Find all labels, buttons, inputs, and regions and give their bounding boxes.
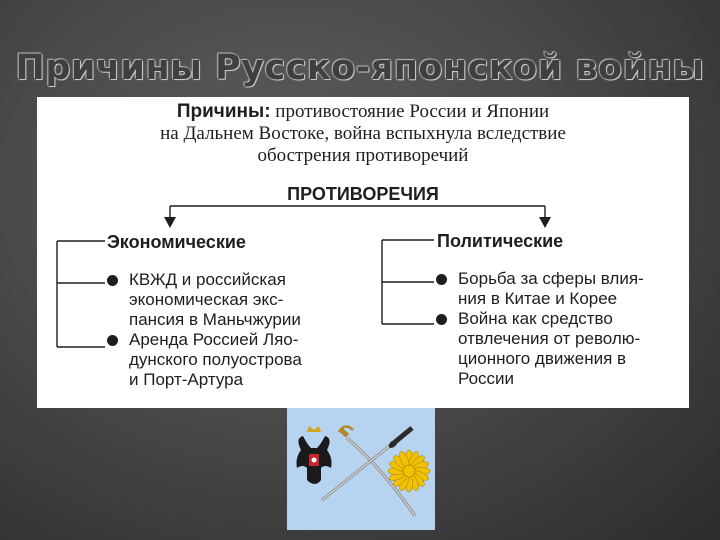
item-line: ния в Китае и Корее xyxy=(458,289,618,308)
katana-icon xyxy=(321,426,414,502)
diagram-panel: Причины: противостояние России и Японии … xyxy=(37,97,689,408)
item-line: Аренда Россией Ляо- xyxy=(129,330,299,349)
item-line: дунского полуострова xyxy=(129,350,302,369)
diagram-connectors xyxy=(56,205,551,348)
causes-line-1: противостояние России и Японии xyxy=(275,101,550,122)
list-item: Война как средство отвлечения от револю-… xyxy=(436,309,686,389)
causes-line-2: на Дальнем Востоке, война вспыхнула всле… xyxy=(160,123,566,144)
causes-line-3: обострения противоречий xyxy=(257,145,469,166)
slide-title: Причины Русско-японской войны xyxy=(15,48,705,88)
item-line: пансия в Маньчжурии xyxy=(129,310,301,329)
bullet-icon xyxy=(436,314,447,325)
item-line: экономическая экс- xyxy=(129,290,284,309)
bullet-icon xyxy=(436,274,447,285)
contradictions-heading: ПРОТИВОРЕЧИЯ xyxy=(287,184,439,204)
political-heading: Политические xyxy=(437,231,564,251)
item-line: КВЖД и российская xyxy=(129,270,286,289)
list-item: КВЖД и российская экономическая экс- пан… xyxy=(107,270,337,330)
item-line: и Порт-Артура xyxy=(129,370,244,389)
causes-label: Причины: xyxy=(176,101,271,122)
item-line: отвлечения от револю- xyxy=(458,329,641,348)
economic-list: КВЖД и российская экономическая экс- пан… xyxy=(107,270,337,390)
causes-text: Причины: противостояние России и Японии … xyxy=(37,101,689,167)
right-arrow-head xyxy=(539,217,551,228)
item-line: ционного движения в xyxy=(458,349,627,368)
list-item: Борьба за сферы влия- ния в Китае и Коре… xyxy=(436,269,686,309)
emblem-picture xyxy=(287,408,435,530)
left-arrow-head xyxy=(164,217,176,228)
political-list: Борьба за сферы влия- ния в Китае и Коре… xyxy=(436,269,686,389)
item-line: Война как средство xyxy=(458,309,613,328)
double-headed-eagle-icon xyxy=(296,426,332,484)
sabre-icon xyxy=(337,425,417,517)
list-item: Аренда Россией Ляо- дунского полуострова… xyxy=(107,330,337,390)
item-line: России xyxy=(458,369,515,388)
item-line: Борьба за сферы влия- xyxy=(458,269,644,288)
chrysanthemum-icon xyxy=(387,449,431,493)
bullet-icon xyxy=(107,335,118,346)
economic-heading: Экономические xyxy=(107,232,246,252)
bullet-icon xyxy=(107,275,118,286)
crossed-swords-emblem xyxy=(296,425,431,517)
